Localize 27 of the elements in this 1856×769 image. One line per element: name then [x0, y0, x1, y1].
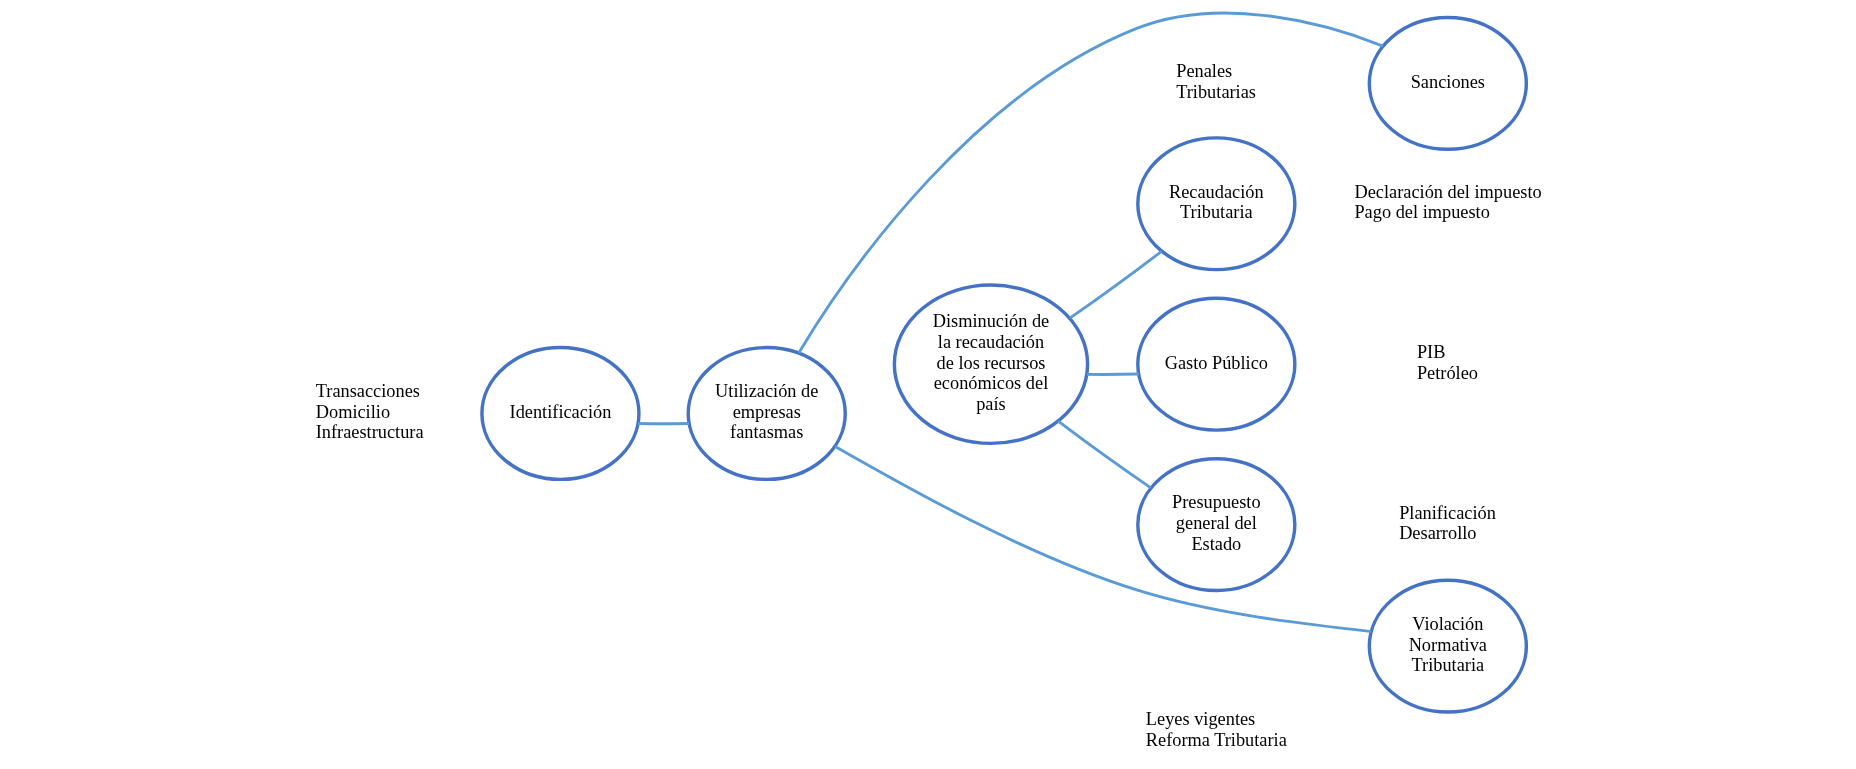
connector: [637, 422, 689, 426]
node-label: Reforma Tributaria: [1145, 729, 1287, 750]
node-ellipse: Violación Normativa Tributaria: [1367, 578, 1528, 714]
node-label: Transacciones: [315, 381, 420, 402]
node-ellipse: Presupuesto general del Estado: [1135, 457, 1297, 593]
connector: [1086, 372, 1139, 376]
connector: [833, 445, 1371, 633]
node-label: Tributarias: [1175, 82, 1256, 103]
node-label: PIB: [1416, 342, 1445, 363]
node-label: Desarrollo: [1398, 523, 1476, 544]
node-label: Infraestructura: [315, 422, 424, 443]
node-label: Petróleo: [1416, 362, 1478, 383]
node-ellipse: Utilización de empresas fantasmas: [686, 345, 847, 482]
node-label: Planificación: [1398, 502, 1496, 523]
node-ellipse: Sanciones: [1367, 15, 1528, 152]
node-label: Penales: [1175, 61, 1232, 82]
node-label: Leyes vigentes: [1145, 708, 1255, 729]
connector: [1056, 420, 1152, 489]
connector: [797, 11, 1383, 354]
node-ellipse: Identificación: [479, 345, 641, 482]
node-ellipse: Recaudación Tributaria: [1135, 136, 1297, 272]
node-ellipse: Gasto Público: [1135, 296, 1297, 432]
connector: [1068, 250, 1162, 320]
node-label: Declaración del impuesto: [1353, 181, 1542, 202]
node-label: Domicilio: [315, 401, 390, 422]
node-label: Pago del impuesto: [1353, 202, 1490, 223]
node-ellipse: Disminución de la recaudación de los recursos económicos del país: [892, 283, 1089, 446]
